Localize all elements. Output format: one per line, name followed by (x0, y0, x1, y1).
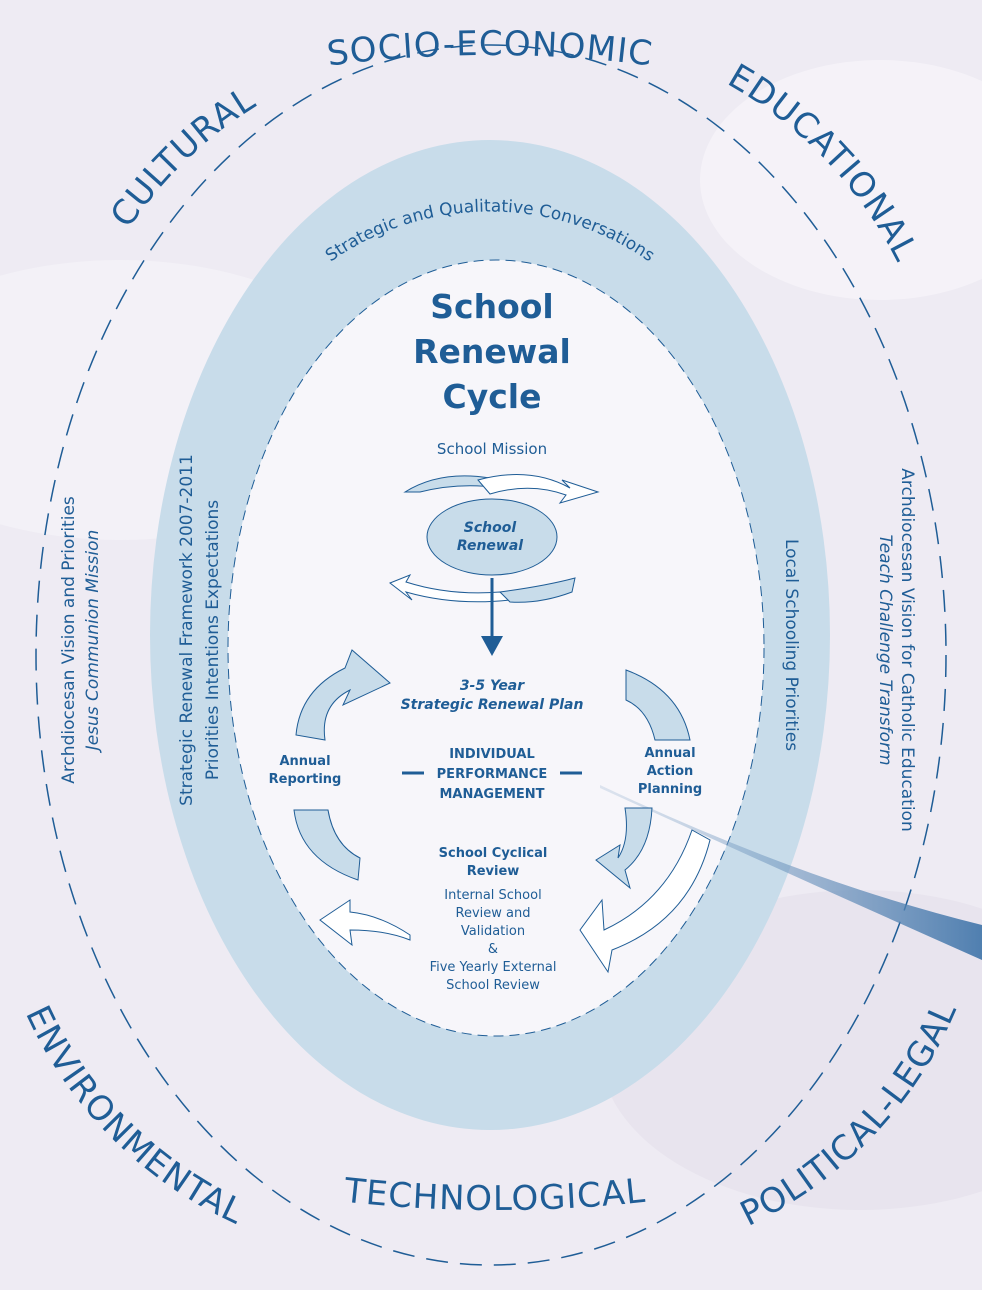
reporting-line1: Annual (279, 754, 330, 769)
outer-label-environmental: ENVIRONMENTAL (17, 1000, 250, 1233)
review-line6: School Review (446, 978, 540, 993)
outer-label-cultural: CULTURAL (103, 79, 263, 235)
action-line1: Annual (644, 746, 695, 761)
outer-label-technological: TECHNOLOGICAL (341, 1171, 647, 1219)
reporting-line2: Reporting (269, 772, 342, 787)
title-line1: School (430, 287, 553, 326)
school-mission-label: School Mission (437, 440, 547, 458)
title-line2: Renewal (413, 332, 571, 371)
review-title-line2: Review (467, 864, 520, 879)
left-outer-line2: Jesus Communion Mission (83, 530, 103, 754)
left-outer-line1: Archdiocesan Vision and Priorities (59, 496, 79, 784)
outer-label-socio-economic: SOCIO-ECONOMIC (325, 24, 655, 75)
review-line2: Review and (456, 906, 531, 921)
review-title-line1: School Cyclical (439, 846, 548, 861)
right-outer-line2: Teach Challenge Transform (875, 534, 895, 765)
review-line3: Validation (461, 924, 525, 939)
renewal-oval-line1: School (464, 520, 517, 536)
plan-line2: Strategic Renewal Plan (401, 697, 584, 713)
down-arrow-icon (481, 578, 503, 656)
band-left-line1: Strategic Renewal Framework 2007-2011 (177, 454, 197, 806)
school-renewal-oval (426, 498, 558, 576)
cycle-arrows (293, 649, 711, 974)
action-line3: Planning (638, 782, 702, 797)
ipm-line2: PERFORMANCE (437, 767, 548, 782)
plan-line1: 3-5 Year (460, 678, 525, 694)
ipm-line1: INDIVIDUAL (449, 747, 535, 762)
ipm-line3: MANAGEMENT (439, 787, 544, 802)
band-left-line2: Priorities Intentions Expectations (203, 500, 223, 780)
review-line4: & (488, 942, 498, 957)
band-right-label: Local Schooling Priorities (781, 539, 801, 751)
right-outer-line1: Archdiocesan Vision for Catholic Educati… (897, 468, 917, 831)
review-line1: Internal School (444, 888, 541, 903)
action-line2: Action (647, 764, 694, 779)
beam-graphic (600, 785, 982, 960)
outer-dashed-ellipse (35, 44, 947, 1266)
renewal-oval-line2: Renewal (457, 538, 523, 554)
mission-arrows (389, 474, 600, 603)
review-line5: Five Yearly External (430, 960, 557, 975)
title-line3: Cycle (443, 377, 542, 416)
